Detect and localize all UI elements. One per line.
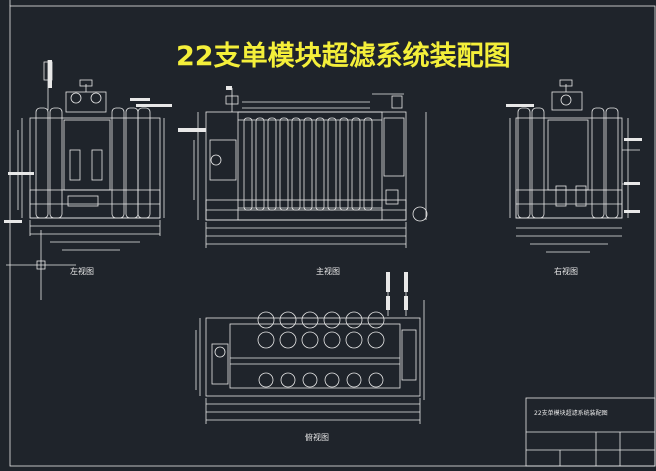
left-view xyxy=(6,60,165,300)
drawing-title: 22支单模块超滤系统装配图 xyxy=(176,41,511,72)
top-view xyxy=(195,274,425,424)
title-block xyxy=(525,397,656,467)
right-view xyxy=(509,79,640,253)
drawing-frame xyxy=(9,5,656,467)
top-view-modules-upper xyxy=(257,311,385,349)
membrane-modules xyxy=(243,117,373,211)
right-view-label: 右视图 xyxy=(554,267,578,276)
main-view-label: 主视图 xyxy=(316,267,340,276)
main-view xyxy=(193,88,428,248)
left-view-label: 左视图 xyxy=(70,267,94,276)
title-block-drawing-name: 22支单模块超滤系统装配图 xyxy=(534,410,608,417)
top-view-label: 俯视图 xyxy=(305,433,329,442)
top-view-modules-lower xyxy=(258,372,384,388)
